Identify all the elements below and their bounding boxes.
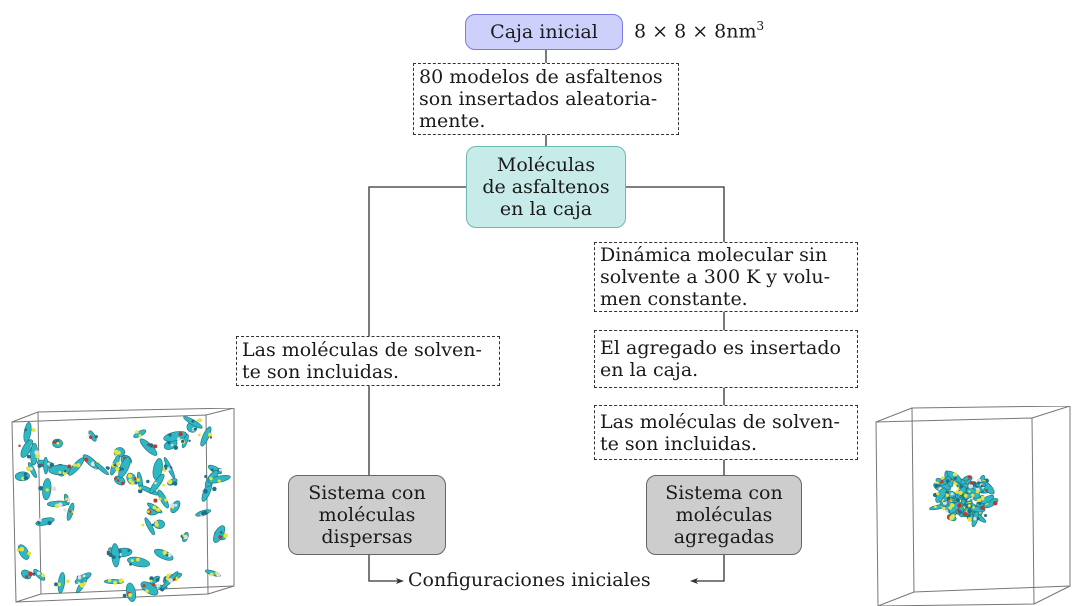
box-size-label: 8 × 8 × 8nm3 [634,19,765,43]
solvent-included-note-right: Las moléculas de solven- te son incluida… [594,405,858,460]
molecules-in-box-node: Moléculas de asfaltenos en la caja [466,146,626,228]
dispersed-system-node: Sistema con moléculas dispersas [288,475,446,555]
aggregated-molecule-cluster [929,470,999,528]
dispersed-simulation-snapshot [11,408,235,603]
aggregated-simulation-snapshot [875,406,1071,606]
dispersed-molecule-clusters [14,416,231,602]
initial-configurations-label: Configuraciones iniciales [408,569,651,591]
aggregated-system-node: Sistema con moléculas agregadas [646,475,802,555]
solvent-included-note-left: Las moléculas de solven- te son incluida… [236,336,500,386]
molecular-dynamics-note: Dinámica molecular sin solvente a 300 K … [594,242,858,312]
initial-box-label: Caja inicial [490,21,598,43]
initial-box-node: Caja inicial [465,14,623,50]
aggregate-inserted-note: El agregado es insertado en la caja. [594,330,858,388]
insert-models-note: 80 modelos de asfaltenos son insertados … [413,63,679,135]
